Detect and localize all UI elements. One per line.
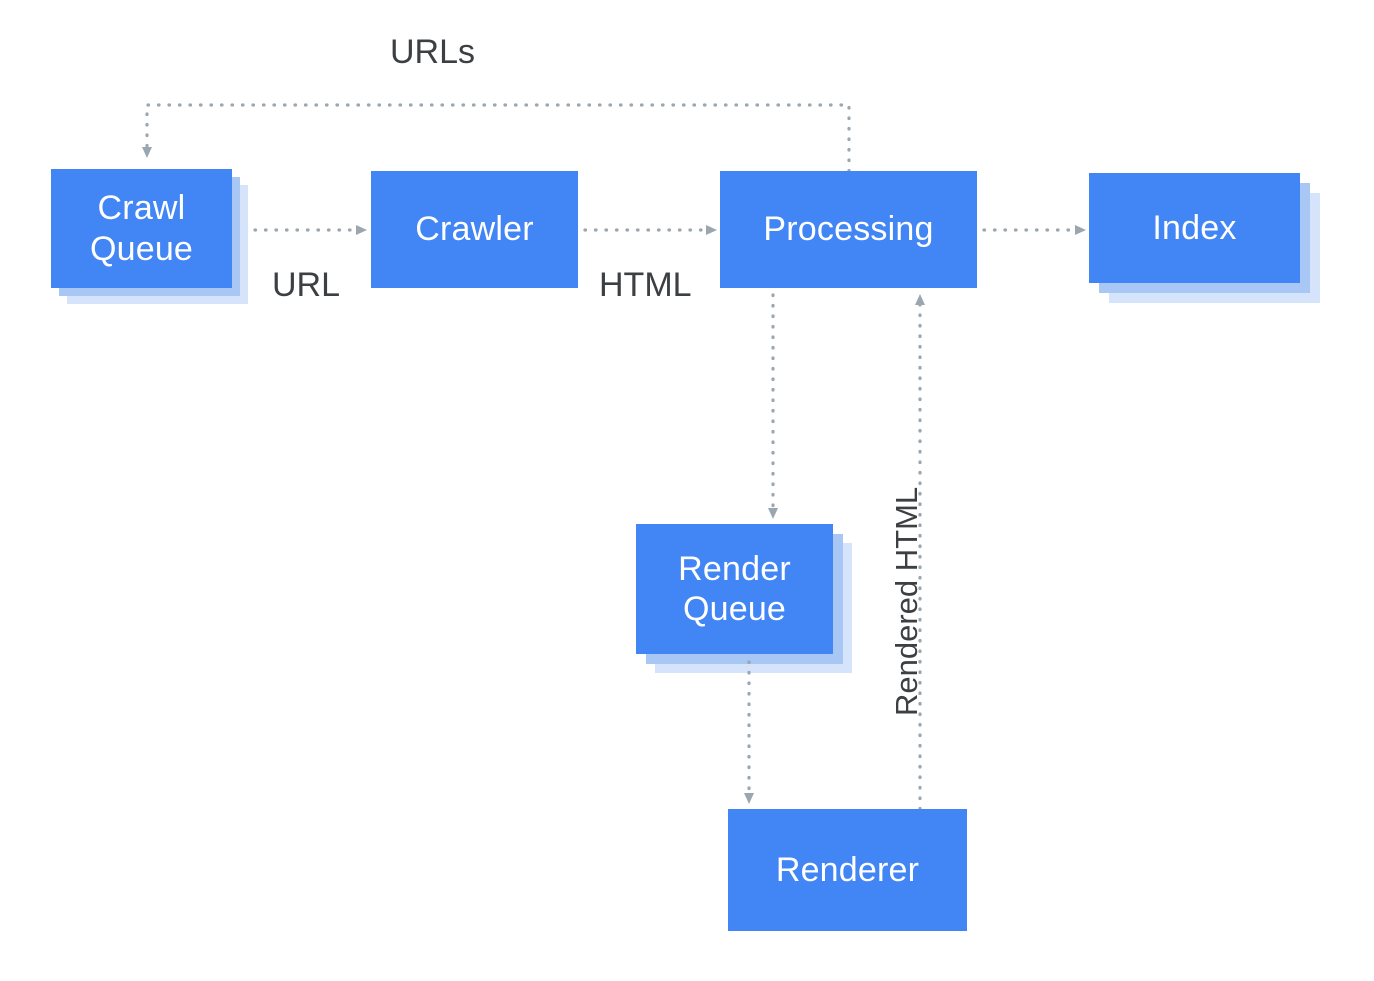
edge-label-urls: URLs [390,33,476,71]
node-crawl-queue-label: Crawl Queue [89,189,194,268]
node-renderer[interactable]: Renderer [728,809,967,931]
node-crawler-label: Crawler [415,210,534,249]
node-processing[interactable]: Processing [720,171,977,288]
node-crawler[interactable]: Crawler [371,171,578,288]
edge-label-html: HTML [599,266,692,304]
node-renderer-label: Renderer [775,850,920,889]
edge-label-rendered-html: Rendered HTML [889,486,924,716]
node-processing-label: Processing [763,210,934,249]
node-crawl-queue[interactable]: Crawl Queue [51,169,232,288]
node-index[interactable]: Index [1089,173,1300,283]
edge-label-url: URL [272,266,341,304]
node-render-queue[interactable]: Render Queue [636,524,833,654]
node-render-queue-label: Render Queue [678,549,791,628]
node-index-label: Index [1152,208,1237,247]
wire-processing-to-crawl-queue [142,103,851,173]
